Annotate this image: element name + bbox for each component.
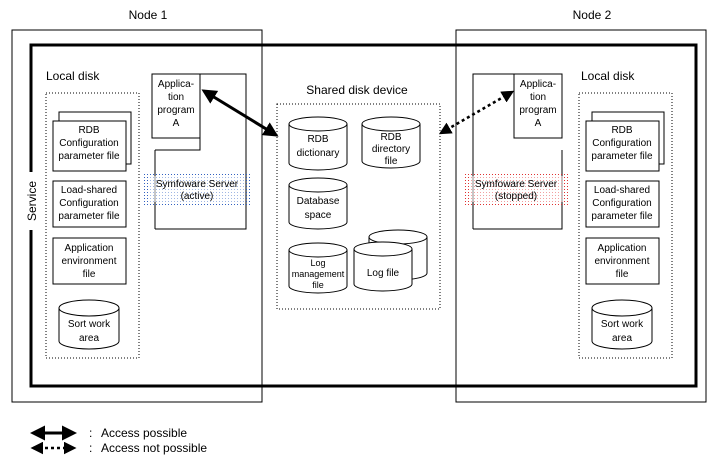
right-rdb-config-line3: parameter file: [591, 151, 653, 162]
left-app-env-line1: Application: [65, 243, 114, 254]
right-app-line4: A: [535, 118, 542, 129]
left-rdb-config-line2: Configuration: [59, 138, 118, 149]
left-load-shared-line3: parameter file: [58, 211, 120, 222]
rdb-directory-line2: directory: [372, 144, 410, 155]
right-local-disk-title: Local disk: [581, 69, 635, 83]
right-rdb-config-line1: RDB: [611, 125, 632, 136]
database-space-line2: space: [305, 210, 332, 221]
right-rdb-config-line2: Configuration: [592, 138, 651, 149]
right-symfoware-server-stopped: Symfoware Server (stopped): [464, 173, 568, 207]
left-app-env-file: Application environment file: [52, 237, 127, 285]
left-load-shared-config-file: Load-shared Configuration parameter file: [52, 180, 127, 228]
log-management-line3: file: [312, 280, 324, 290]
left-rdb-config-file: RDB Configuration parameter file: [52, 111, 132, 172]
arrow-access-not-possible: [438, 90, 515, 135]
left-symfoware-line2: (active): [181, 191, 214, 202]
node-1-label: Node 1: [129, 8, 168, 22]
node-2-frame: [455, 29, 707, 403]
service-label-group: Service: [23, 172, 39, 230]
legend-colon-1: :: [89, 426, 92, 440]
log-file-label: Log file: [367, 268, 400, 279]
right-local-disk-area: [578, 92, 673, 359]
right-sort-work-line1: Sort work: [601, 319, 644, 330]
right-app-line2: tion: [530, 92, 546, 103]
left-sort-work-line2: area: [79, 333, 99, 344]
rdb-directory-line3: file: [385, 156, 398, 167]
right-app-env-line2: environment: [594, 256, 649, 267]
right-load-shared-line1: Load-shared: [594, 185, 650, 196]
left-local-disk-area: [45, 92, 140, 359]
log-management-line1: Log: [310, 258, 325, 268]
legend: : Access possible : Access not possible: [30, 425, 207, 455]
service-label: Service: [25, 181, 39, 221]
rdb-directory-line1: RDB: [380, 132, 401, 143]
left-app-line2: tion: [168, 92, 184, 103]
shared-disk-area: [276, 103, 441, 310]
left-rdb-config-line1: RDB: [78, 125, 99, 136]
left-app-env-line2: environment: [61, 256, 116, 267]
log-file-cylinders: Log file: [353, 229, 428, 292]
left-app-line1: Applica-: [158, 79, 194, 90]
right-app-line1: Applica-: [520, 79, 556, 90]
node-1-frame: [11, 29, 263, 403]
right-application-program: Applica- tion program A: [472, 73, 563, 230]
node-2-label: Node 2: [573, 8, 612, 22]
left-rdb-config-line3: parameter file: [58, 151, 120, 162]
rdb-directory-file-cylinder: RDB directory file: [361, 116, 421, 169]
right-symfoware-line1: Symfoware Server: [475, 179, 558, 190]
right-sort-work-line2: area: [612, 333, 632, 344]
left-app-line4: A: [173, 118, 180, 129]
right-load-shared-line3: parameter file: [591, 211, 653, 222]
right-sort-work-area: Sort work area: [591, 299, 653, 350]
arrow-access-possible: [201, 89, 279, 137]
left-symfoware-line1: Symfoware Server: [156, 179, 239, 190]
left-app-line3: program: [157, 105, 194, 116]
database-space-cylinder: Database space: [288, 177, 348, 230]
right-load-shared-config-file: Load-shared Configuration parameter file: [585, 180, 660, 228]
legend-access-not-possible: Access not possible: [101, 441, 207, 455]
right-app-env-line1: Application: [598, 243, 647, 254]
shared-disk-title: Shared disk device: [306, 83, 408, 97]
left-application-program: Applica- tion program A: [151, 73, 247, 230]
right-load-shared-line2: Configuration: [592, 198, 651, 209]
right-symfoware-line2: (stopped): [495, 191, 537, 202]
right-app-env-line3: file: [616, 269, 629, 280]
legend-colon-2: :: [89, 441, 92, 455]
left-load-shared-line1: Load-shared: [61, 185, 117, 196]
left-local-disk-title: Local disk: [46, 69, 100, 83]
rdb-dictionary-line1: RDB: [307, 134, 328, 145]
right-rdb-config-file: RDB Configuration parameter file: [585, 111, 665, 172]
left-sort-work-line1: Sort work: [68, 319, 111, 330]
log-management-file-cylinder: Log management file: [288, 242, 348, 294]
right-app-line3: program: [519, 105, 556, 116]
right-app-env-file: Application environment file: [585, 237, 660, 285]
left-app-env-line3: file: [83, 269, 96, 280]
left-load-shared-line2: Configuration: [59, 198, 118, 209]
rdb-dictionary-cylinder: RDB dictionary: [288, 116, 348, 171]
database-space-line1: Database: [297, 196, 340, 207]
left-symfoware-server-active: Symfoware Server (active): [144, 173, 250, 207]
left-sort-work-area: Sort work area: [58, 299, 120, 350]
legend-access-possible: Access possible: [101, 426, 187, 440]
log-management-line2: management: [292, 269, 345, 279]
rdb-dictionary-line2: dictionary: [297, 148, 340, 159]
